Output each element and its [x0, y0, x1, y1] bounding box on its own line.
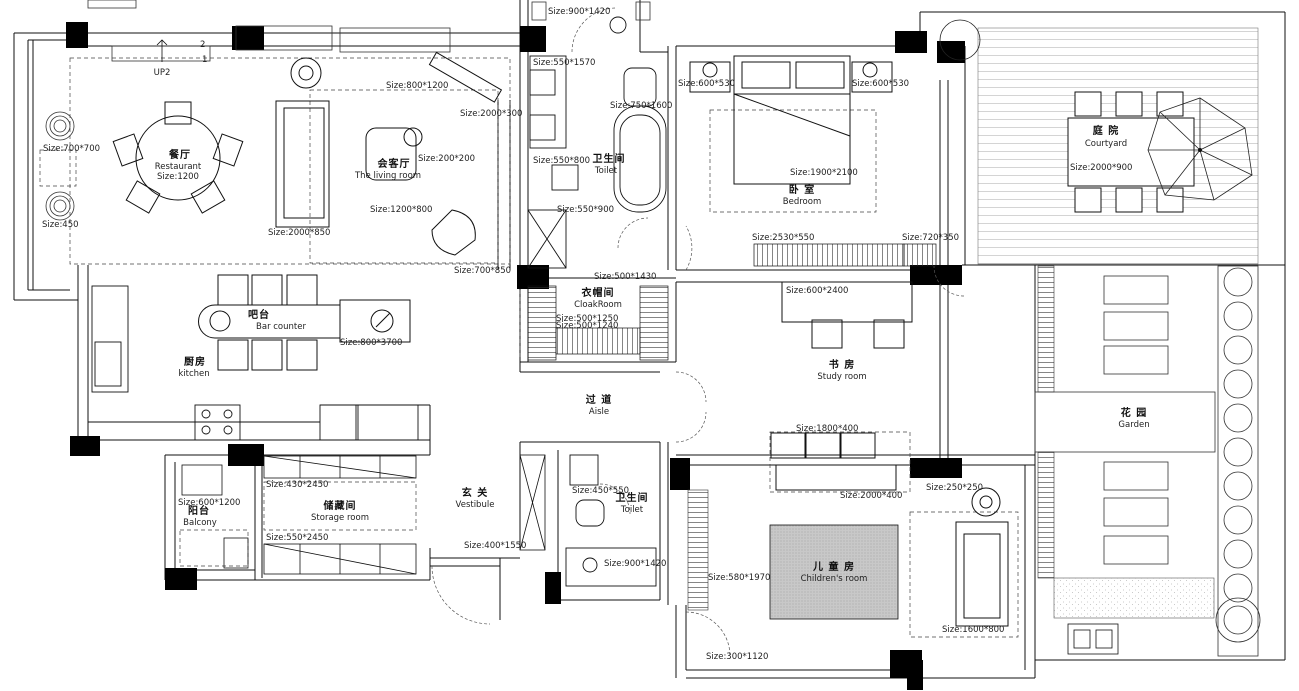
- living-size: Size:1200*800: [370, 205, 433, 215]
- dim-750x1600: Size:750*1600: [610, 101, 673, 111]
- cloak-en: CloakRoom: [574, 300, 622, 310]
- balcony-en: Balcony: [183, 518, 217, 528]
- dim-1900x2100: Size:1900*2100: [790, 168, 858, 178]
- children-en: Children's room: [800, 574, 868, 584]
- columns: [66, 22, 965, 690]
- living-en: The living room: [354, 171, 422, 181]
- storage-cn: 储藏间: [323, 501, 357, 512]
- toilet1-en: Toilet: [594, 166, 618, 176]
- storage-en: Storage room: [311, 513, 369, 523]
- aisle-cn: 过 道: [585, 395, 613, 406]
- courtyard-en: Courtyard: [1084, 139, 1128, 149]
- bar-counter: [198, 274, 411, 371]
- dim-550x2450: Size:550*2450: [266, 533, 329, 543]
- dim-400x1550: Size:400*1550: [464, 541, 527, 551]
- dim-600x1200: Size:600*1200: [178, 498, 241, 508]
- living-cn: 会客厅: [377, 159, 411, 170]
- dim-700x700: Size:700*700: [43, 144, 101, 154]
- cloak-cn: 衣帽间: [581, 288, 615, 299]
- dim-250x250: Size:250*250: [926, 483, 984, 493]
- study-cn: 书 房: [828, 360, 856, 371]
- bar-en: Bar counter: [256, 322, 306, 332]
- bar-size: Size:800*3700: [340, 338, 403, 348]
- dim-580x1970: Size:580*1970: [708, 573, 771, 583]
- dim-600x2400: Size:600*2400: [786, 286, 849, 296]
- bar-cn: 吧台: [248, 310, 270, 321]
- courtyard-cn: 庭 院: [1092, 126, 1120, 137]
- dim-430x2450: Size:430*2450: [266, 480, 329, 490]
- toilet2-en: Toilet: [620, 505, 644, 515]
- dim-900x1420-top: Size:900*1420: [548, 7, 611, 17]
- dim-1600x800: Size:1600*800: [942, 625, 1005, 635]
- dim-200x200: Size:200*200: [418, 154, 476, 164]
- vestibule-en: Vestibule: [455, 500, 495, 510]
- balcony-cn: 阳台: [188, 506, 210, 517]
- toilet1-cn: 卫生间: [592, 154, 626, 165]
- bedroom-cn: 卧 室: [788, 185, 816, 196]
- toilet2-cn: 卫生间: [615, 493, 649, 504]
- stair-number-2: 2: [200, 40, 206, 50]
- dim-550x800: Size:550*800: [533, 156, 591, 166]
- vestibule-cn: 玄 关: [461, 488, 489, 499]
- dim-2530x550: Size:2530*550: [752, 233, 815, 243]
- stair-label: UP2: [153, 68, 171, 78]
- garden-cn: 花 园: [1120, 408, 1148, 419]
- dim-450x550: Size:450*550: [572, 486, 630, 496]
- courtyard-size: Size:2000*900: [1070, 163, 1133, 173]
- dim-500x1250: Size:500*1250: [556, 314, 619, 324]
- dim-700x850: Size:700*850: [454, 266, 512, 276]
- garden-en: Garden: [1118, 420, 1150, 430]
- restaurant-size: Size:1200: [157, 172, 199, 182]
- dim-2000x400: Size:2000*400: [840, 491, 903, 501]
- dim-300x1120: Size:300*1120: [706, 652, 769, 662]
- study-en: Study room: [817, 372, 867, 382]
- dim-450: Size:450: [42, 220, 79, 230]
- restaurant-cn: 餐厅: [169, 150, 191, 161]
- dim-900x1420-bottom: Size:900*1420: [604, 559, 667, 569]
- bedroom-en: Bedroom: [782, 197, 822, 207]
- kitchen-en: kitchen: [178, 369, 210, 379]
- dim-600x530-left: Size:600*530: [678, 79, 736, 89]
- stair-number-1: 1: [202, 55, 208, 65]
- bed: [689, 55, 893, 185]
- dim-2000x300: Size:2000*300: [460, 109, 523, 119]
- dining-table: [112, 101, 244, 214]
- dim-600x530-right: Size:600*530: [852, 79, 910, 89]
- dim-550x1570: Size:550*1570: [533, 58, 596, 68]
- dim-500x1240: Size:500*1240: [556, 321, 619, 331]
- dim-800x1200: Size:800*1200: [386, 81, 449, 91]
- dim-2000x850: Size:2000*850: [268, 228, 331, 238]
- kitchen-cn: 厨房: [184, 357, 206, 368]
- aisle-en: Aisle: [588, 407, 610, 417]
- dim-1800x400: Size:1800*400: [796, 424, 859, 434]
- children-cn: 儿 童 房: [813, 562, 855, 573]
- dim-500x1430: Size:500*1430: [594, 272, 657, 282]
- restaurant-en: Restaurant: [154, 162, 202, 172]
- dim-720x350: Size:720*350: [902, 233, 960, 243]
- dim-550x900: Size:550*900: [557, 205, 615, 215]
